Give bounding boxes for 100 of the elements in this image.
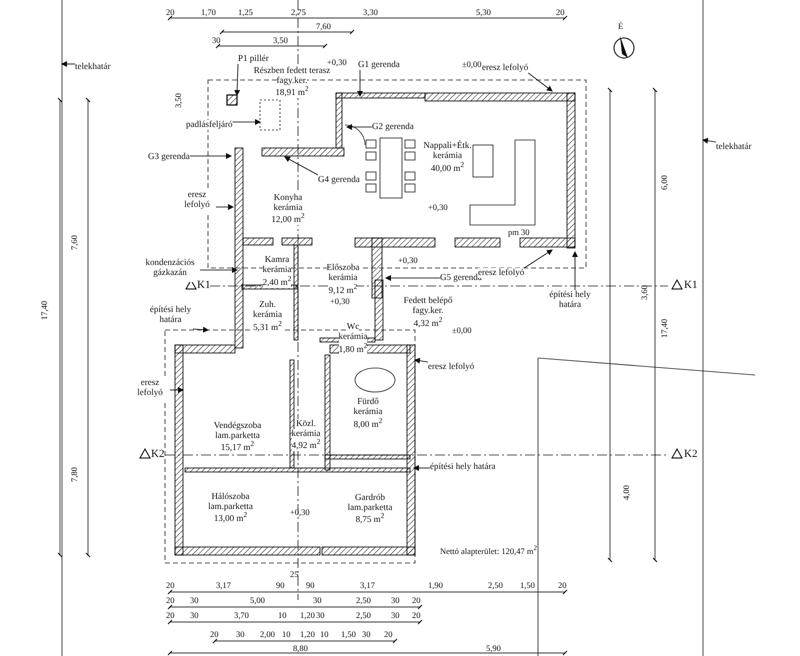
floor-material: fagy.ker.: [276, 76, 308, 86]
dimension-label: +0,30: [428, 203, 448, 212]
dimension-label: 1,20: [300, 611, 315, 620]
dimension-label: +0,30: [327, 58, 347, 66]
dimension-label: 10: [282, 630, 290, 638]
dimension-label: 3,30: [363, 8, 378, 16]
dimension-label: 20: [166, 596, 174, 604]
callout-label: G2 gerenda: [372, 122, 414, 132]
dimension-label: Nettó alapterület: 120,47 m$^{2}$: [440, 545, 538, 556]
dimension-label: 5,90: [486, 644, 501, 652]
leader-line: [385, 275, 440, 281]
area-label: 12,00 m$^{2}$: [271, 212, 305, 226]
dimension-label: 30: [313, 596, 322, 604]
section-label: K2: [151, 449, 164, 460]
dimension-label: 1,20: [300, 630, 315, 638]
dimension-label: 6,00: [660, 175, 668, 190]
leader-line: [192, 326, 209, 333]
callout-label: eresz lefolyó: [482, 63, 528, 73]
dimension-label: +0,30: [330, 297, 350, 306]
floor-material: kerámia: [262, 264, 292, 275]
dimension-label: ±0,00: [452, 326, 472, 334]
dimension-label: 20: [166, 581, 174, 590]
area-label: 8,00 m$^{2}$: [354, 416, 382, 430]
room-name: Közl.: [296, 418, 316, 429]
dimension-label: 90: [276, 581, 284, 590]
leader-line: [189, 153, 232, 159]
dimension-label: 30: [391, 611, 400, 620]
dimension-label: 3,17: [360, 581, 375, 590]
leader-line: [414, 358, 428, 364]
leader-line: [284, 156, 318, 176]
dimension-label: 1,50: [520, 581, 535, 590]
dimension-label: 30: [316, 611, 324, 620]
leader-line: [346, 124, 372, 130]
callout-label: P1 pillér: [238, 54, 269, 64]
section-label: K2: [684, 449, 698, 460]
dimension-label: 4,00: [622, 485, 630, 500]
area-label: 9,12 m$^{2}$: [328, 282, 358, 296]
area-label: 15,17 m$^{2}$: [220, 440, 254, 454]
callout-label: eresz lefolyó: [428, 362, 474, 372]
dimension-label: 17,40: [40, 300, 48, 320]
callout-label: G1 gerenda: [358, 60, 400, 70]
dimension-label: +0,30: [398, 256, 418, 264]
dimension-label: 30: [391, 596, 400, 604]
leader-line: [216, 204, 234, 210]
dimension-label: 20: [556, 8, 564, 16]
room-name: Kamra: [264, 255, 290, 265]
dimension-label: 30: [362, 630, 370, 638]
callout-label: telekhatár: [716, 142, 752, 152]
leader-line: [357, 70, 363, 97]
dimension-label: 30: [236, 630, 244, 638]
leader-line: [413, 465, 430, 471]
dimension-label: 7,60: [70, 235, 78, 250]
dimension-label: 2,50: [488, 581, 503, 590]
dimension-label: 8,80: [293, 644, 308, 652]
room-name: Nappali+Étk.: [423, 141, 472, 152]
callout-label: telekhatár: [75, 62, 110, 72]
dimension-label: 20: [210, 630, 218, 638]
dimension-label: 3,50: [174, 93, 182, 108]
floor-material: lam.parketta: [348, 502, 392, 512]
room-name: Részben fedett terasz: [254, 66, 330, 76]
dimension-label: +0,30: [290, 508, 310, 516]
room-name: Hálószoba: [212, 492, 250, 502]
area-label: 5,31 m$^{2}$: [253, 320, 282, 333]
room-name: Zuh.: [259, 300, 276, 310]
floor-material: lam.parketta: [215, 430, 260, 440]
pillar-symbol: [226, 94, 238, 106]
leader-line: [524, 249, 553, 268]
dimension-label: 20: [412, 596, 420, 604]
leader-line: [528, 72, 553, 92]
floor-material: fagy.ker.: [412, 306, 444, 316]
room-name: Előszoba: [326, 263, 360, 274]
dimension-label: 2,75: [291, 8, 306, 16]
floor-material: kerámia: [328, 273, 358, 283]
callout-label: G3 gerenda: [148, 152, 190, 162]
dimension-label: ±0,00: [462, 60, 482, 68]
dimension-label: 5,00: [250, 596, 265, 604]
dimension-label: 10: [320, 630, 328, 638]
dimension-label: 3,60: [640, 285, 648, 300]
leader-line: [702, 138, 716, 144]
callout-label: G4 gerenda: [318, 175, 360, 185]
dimension-label: 1,90: [428, 581, 443, 590]
area-label: 4,92 m$^{2}$: [292, 438, 320, 452]
dimension-label: É: [618, 22, 624, 30]
dimension-label: 20: [384, 630, 392, 638]
floor-material: kerámia: [433, 151, 462, 161]
floor-material: kerámia: [253, 310, 282, 320]
dimension-label: 2,50: [356, 596, 371, 604]
dimension-label: 20: [166, 611, 174, 620]
dimension-label: 3,70: [234, 611, 249, 620]
dimension-label: pm 30: [508, 228, 530, 236]
leader-line: [170, 387, 184, 393]
room-name: Konyha: [274, 192, 302, 203]
area-label: 1,80 m$^{2}$: [338, 342, 368, 355]
area-label: 4,32 m$^{2}$: [414, 316, 442, 329]
dimension-label: 30: [212, 36, 220, 44]
area-label: 13,00 m$^{2}$: [214, 511, 248, 524]
dimension-label: 1,25: [238, 8, 253, 16]
dimension-label: 20: [166, 8, 174, 16]
leader-line: [61, 61, 76, 67]
dimension-label: 20: [558, 581, 566, 590]
